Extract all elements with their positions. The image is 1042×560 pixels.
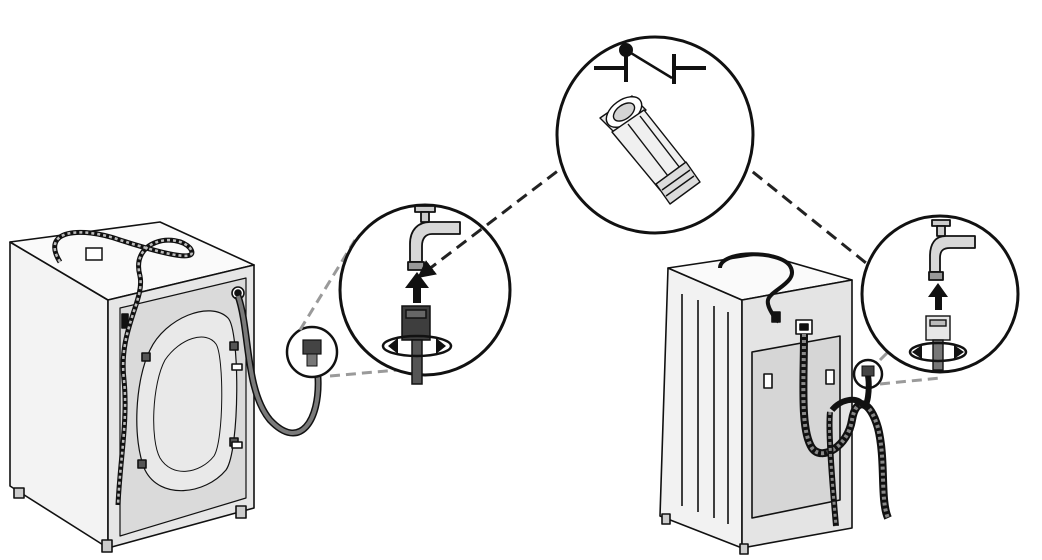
leader-line-gray (298, 239, 357, 331)
rotate-arrow-icon (908, 341, 968, 363)
leader-line-dark (417, 158, 573, 279)
inlet-filter-icon (599, 95, 701, 205)
hose-nut-icon (861, 365, 875, 377)
check-valve-symbol-icon (594, 43, 706, 84)
hose-nut-icon (302, 339, 322, 367)
hose-end-highlight-right (852, 358, 884, 390)
power-cord (718, 252, 794, 324)
up-arrow-icon (405, 272, 429, 303)
rotate-arrow-icon (381, 334, 453, 358)
leader-line-gray (879, 376, 941, 386)
washing-machine-front-load-icon (9, 221, 255, 553)
up-arrow-icon (928, 283, 948, 310)
tap-detail-circle-left (338, 203, 512, 377)
washing-machine-top-load-icon (659, 253, 853, 555)
water-tap-icon (928, 219, 976, 281)
hose-nut-icon (925, 315, 951, 371)
power-plug (85, 247, 103, 261)
hose-nut-icon (401, 305, 431, 385)
